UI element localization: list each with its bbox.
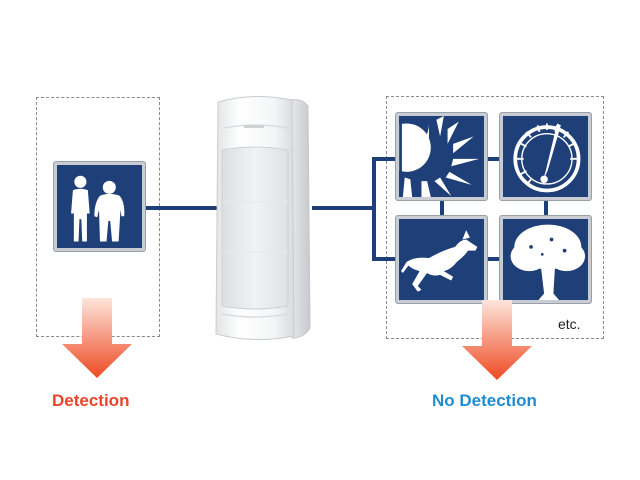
- motion-sensor-device: [215, 95, 311, 341]
- detection-arrow: [62, 298, 132, 378]
- thermometer-gauge-icon: [513, 123, 581, 193]
- sun-icon: [399, 116, 480, 197]
- dog-tile: [396, 216, 487, 303]
- connector-right: [312, 206, 374, 210]
- connector-grid-h2: [484, 257, 504, 261]
- people-tile: [54, 162, 145, 251]
- connector-grid-v1: [440, 196, 444, 218]
- connector-grid-v2: [544, 196, 548, 218]
- connector-grid-h: [484, 157, 504, 161]
- sun-tile: [396, 113, 487, 200]
- connector-top-branch: [372, 157, 400, 161]
- no-detection-arrow: [462, 300, 532, 380]
- connector-vertical: [372, 157, 376, 261]
- connector-left: [145, 206, 217, 210]
- etc-label: etc.: [558, 316, 581, 332]
- detection-label: Detection: [52, 391, 130, 410]
- gauge-tile: [500, 113, 591, 200]
- tree-tile: [500, 216, 591, 303]
- tree-icon: [510, 224, 586, 300]
- no-detection-label: No Detection: [432, 391, 537, 410]
- running-dog-icon: [401, 230, 478, 292]
- people-icon: [71, 175, 125, 242]
- connector-bottom-branch: [372, 257, 400, 261]
